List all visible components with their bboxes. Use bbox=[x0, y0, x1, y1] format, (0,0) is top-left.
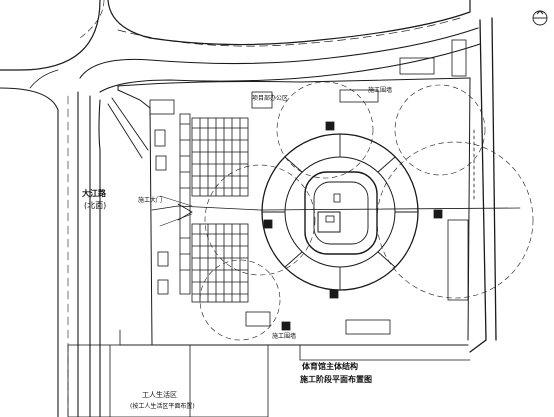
site-axis bbox=[151, 195, 521, 227]
left-road bbox=[0, 69, 101, 417]
material-yard-lower bbox=[191, 223, 249, 303]
north-arrow-icon bbox=[532, 10, 548, 26]
worker-area-label: 工人生活区 bbox=[142, 391, 177, 399]
site-facilities bbox=[67, 39, 475, 417]
tower-cranes bbox=[263, 121, 443, 331]
road-name-label: 大江路 bbox=[82, 189, 106, 198]
fence-label-top: 施工围墙 bbox=[368, 87, 393, 94]
fence-label-bottom: 施工围墙 bbox=[272, 333, 297, 340]
worker-area-note: (按工人生活区平面布置) bbox=[130, 403, 195, 410]
drawing-title-line2: 施工阶段平面布置图 bbox=[300, 375, 372, 384]
stadium bbox=[261, 133, 419, 291]
road-direction-label: (北面) bbox=[84, 201, 107, 210]
top-road bbox=[0, 0, 481, 93]
office-label: 项目部办公区 bbox=[252, 95, 289, 102]
site-fence bbox=[107, 17, 497, 353]
material-yard-upper bbox=[179, 113, 249, 295]
gate-label: 施工大门 bbox=[138, 197, 163, 204]
drawing-title-line1: 体育馆主体结构 bbox=[302, 362, 358, 371]
